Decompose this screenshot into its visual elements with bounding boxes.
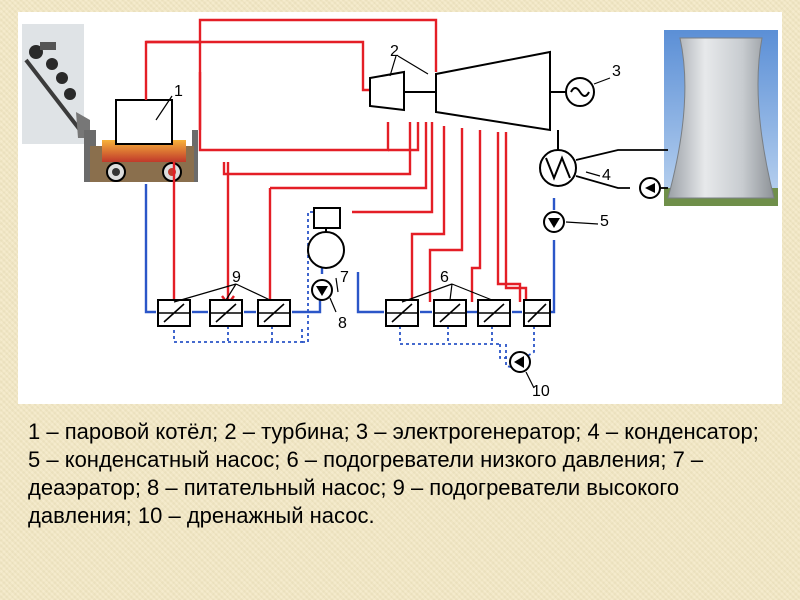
water-lines [144, 184, 556, 314]
hp-heaters [157, 299, 291, 327]
drain-lines [173, 211, 535, 369]
leader-lines [155, 55, 611, 389]
label-condenser: 4 [602, 167, 611, 184]
label-deaerator: 7 [340, 269, 349, 286]
turbine [369, 50, 566, 132]
deaerator [307, 207, 345, 269]
power-plant-diagram: 1 2 3 4 5 6 7 8 9 10 [18, 12, 782, 404]
lp-heaters [385, 299, 551, 327]
legend-caption: 1 – паровой котёл; 2 – турбина; 3 – элек… [28, 419, 759, 528]
coal-conveyor-icon [22, 24, 90, 144]
diagram-svg: 1 2 3 4 5 6 7 8 9 10 [22, 18, 778, 400]
label-generator: 3 [612, 63, 621, 80]
label-lp-heaters: 6 [440, 269, 449, 286]
label-hp-heaters: 9 [232, 269, 241, 286]
drain-pump [509, 351, 531, 373]
slide: 1 2 3 4 5 6 7 8 9 10 1 – паровой котёл; … [18, 12, 782, 588]
condenser [539, 130, 668, 189]
label-boiler: 1 [174, 83, 183, 100]
feed-pump [311, 279, 333, 301]
label-feed-pump: 8 [338, 315, 347, 332]
cooling-tower-icon [664, 30, 778, 206]
label-turbine: 2 [390, 43, 399, 60]
pump-icon [639, 177, 668, 199]
condensate-pump [543, 211, 565, 233]
generator-icon [565, 77, 595, 107]
label-drain-pump: 10 [532, 383, 550, 400]
label-condensate-pump: 5 [600, 213, 609, 230]
boiler [84, 99, 198, 182]
steam-lines [144, 18, 528, 306]
